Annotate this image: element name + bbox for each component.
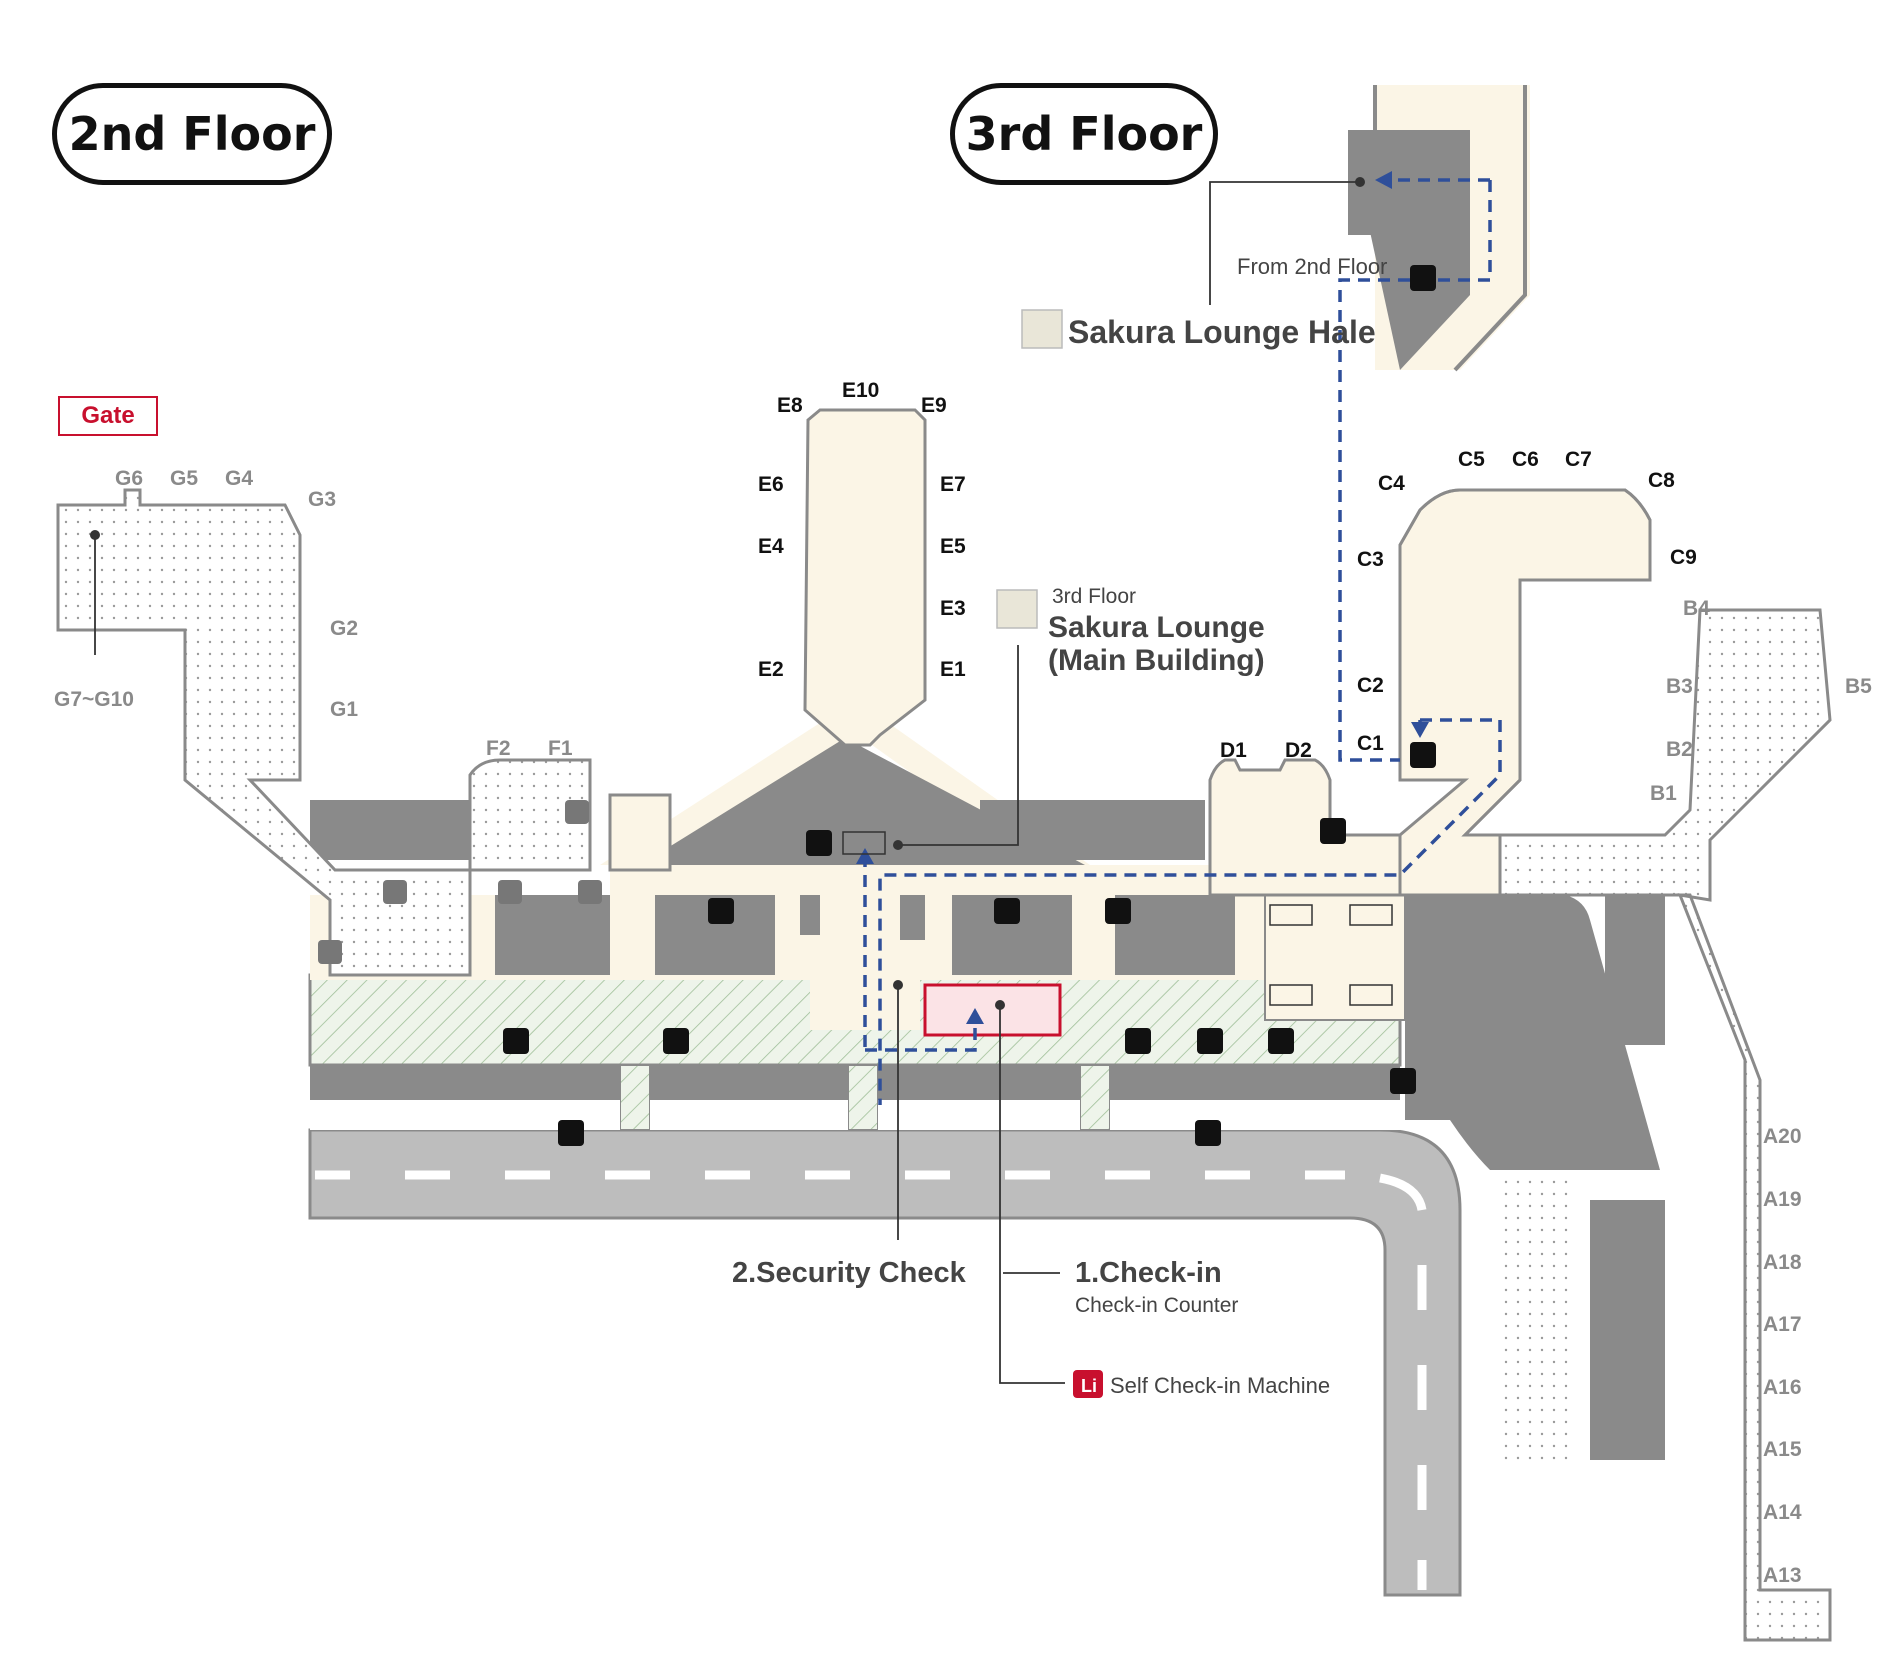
svg-text:Li: Li [1081, 1376, 1097, 1396]
gate-label: D2 [1285, 739, 1312, 762]
self-checkin-icon: Li [1073, 1370, 1103, 1398]
route-arrows [856, 171, 1429, 1024]
gate-label: E6 [758, 473, 784, 496]
gate-label: C3 [1357, 548, 1384, 571]
escalator-icon [842, 831, 1393, 1006]
c-pier [1398, 488, 1652, 897]
gate-label: C7 [1565, 448, 1592, 471]
gate-label: B2 [1666, 738, 1693, 761]
gate-label: A17 [1763, 1313, 1802, 1336]
a-b-pier [1498, 608, 1832, 1642]
gate-label: A15 [1763, 1438, 1802, 1461]
checkin-counter-area [923, 983, 1062, 1037]
leader-lines [94, 181, 1360, 1384]
gate-label: E2 [758, 658, 784, 681]
gate-label: C6 [1512, 448, 1539, 471]
gate-label: B5 [1845, 675, 1872, 698]
gate-label: G6 [115, 467, 143, 490]
self-checkin-label: Self Check-in Machine [1110, 1373, 1330, 1398]
gate-label: C1 [1357, 732, 1384, 755]
gate-label: B3 [1666, 675, 1693, 698]
lounge-icon [996, 309, 1063, 629]
terminal-landside [308, 894, 1410, 1131]
gate-label: G1 [330, 698, 358, 721]
gate-label: C4 [1378, 472, 1405, 495]
central-concourse [310, 408, 1240, 895]
bus-icon [558, 1120, 1221, 1146]
gate-label: C9 [1670, 546, 1697, 569]
gate-label: G2 [330, 617, 358, 640]
gate-label: G5 [170, 467, 198, 490]
gate-label: G4 [225, 467, 253, 490]
gate-label: A14 [1763, 1501, 1802, 1524]
gate-label: C2 [1357, 674, 1384, 697]
gate-label: A18 [1763, 1251, 1802, 1274]
security-check-label: 2.Security Check [732, 1257, 967, 1289]
place-labels: From 2nd Floor Sakura Lounge Hale 3rd Fl… [732, 254, 1387, 1398]
gate-label: G3 [308, 488, 336, 511]
gate-label: E4 [758, 535, 784, 558]
gate-labels: G6 G5 G4 G3 G2 G1 G7~G10 F2 F1 B4 B5 B3 … [54, 379, 1872, 1587]
leader-dots [90, 177, 1365, 1010]
third-floor-badge: 3rd Floor [950, 83, 1218, 185]
south-building [1405, 895, 1665, 1460]
gate-label: E3 [940, 597, 966, 620]
restroom-icon [708, 818, 1346, 1054]
lounge-main-sublabel: (Main Building) [1048, 644, 1265, 677]
elevator-icon [503, 265, 1436, 1054]
gate-label: C8 [1648, 469, 1675, 492]
gate-label: E8 [777, 394, 803, 417]
gate-label: E7 [940, 473, 966, 496]
lounge-hale-label: Sakura Lounge Hale [1068, 314, 1376, 350]
gate-label: E1 [940, 658, 966, 681]
gate-label: A20 [1763, 1125, 1802, 1148]
second-floor-badge: 2nd Floor [52, 83, 332, 185]
gate-label: F1 [548, 737, 573, 760]
hale-pier [1348, 85, 1530, 372]
gate-label: E5 [940, 535, 966, 558]
lounge-main-label: Sakura Lounge [1048, 611, 1265, 644]
gate-label: B1 [1650, 782, 1677, 805]
gate-label: D1 [1220, 739, 1247, 762]
access-road [308, 1128, 1462, 1597]
gate-label: F2 [486, 737, 511, 760]
restroom-icon-grey [318, 800, 602, 964]
checkin-counter-label: Check-in Counter [1075, 1294, 1238, 1317]
gate-label: G7~G10 [54, 688, 134, 711]
info-icon [994, 898, 1416, 1094]
gate-label: C5 [1458, 448, 1485, 471]
lounge-main-floor-label: 3rd Floor [1052, 585, 1136, 608]
gate-label: E9 [921, 394, 947, 417]
gate-label: A13 [1763, 1564, 1802, 1587]
gate-legend: Gate [58, 396, 158, 436]
checkin-label: 1.Check-in [1075, 1257, 1222, 1289]
gate-label: A19 [1763, 1188, 1802, 1211]
gate-label: B4 [1683, 597, 1710, 620]
from-2nd-floor-label: From 2nd Floor [1237, 254, 1387, 279]
gate-label: E10 [842, 379, 879, 402]
g-f-pier [56, 488, 592, 977]
gate-label: A16 [1763, 1376, 1802, 1399]
